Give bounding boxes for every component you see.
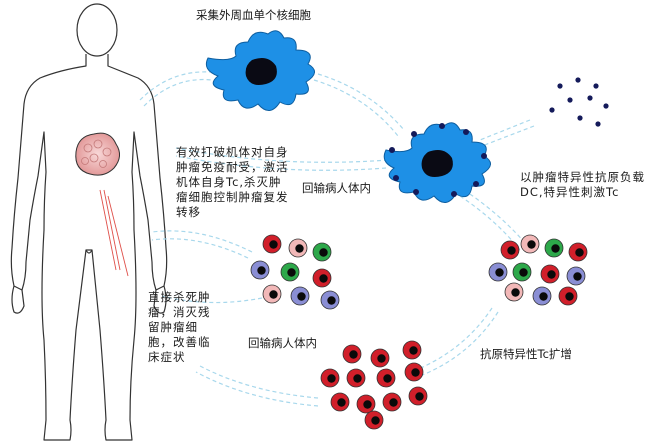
effector-t-cell — [356, 394, 376, 414]
expanded-t-cell — [566, 266, 586, 286]
label-reinfuse-2: 回输病人体内 — [248, 336, 317, 350]
expanded-t-cell-cluster-icon — [488, 234, 588, 306]
effector-t-cell — [408, 386, 428, 406]
t-cell — [280, 262, 300, 282]
expanded-t-cell — [532, 286, 552, 306]
t-cell — [262, 234, 282, 254]
antigen-loaded-dendritic-cell-icon — [383, 122, 491, 203]
expanded-t-cell — [540, 264, 560, 284]
nerve-lines — [99, 189, 129, 277]
effector-t-cell — [346, 368, 366, 388]
effector-t-cell — [382, 392, 402, 412]
expanded-t-cell — [500, 240, 520, 260]
label-load-antigen: 以肿瘤特异性抗原负载DC,特异性刺激Tc — [520, 170, 645, 199]
effector-t-cell — [342, 344, 362, 364]
label-break-tolerance: 有效打破机体对自身肿瘤免疫耐受，激活机体自身Tc,杀灭肿瘤细胞控制肿瘤复发转移 — [176, 145, 289, 219]
antigen-dots-icon — [549, 77, 609, 127]
tumor-blob-icon — [75, 132, 120, 176]
expanded-t-cell — [558, 286, 578, 306]
effector-t-cell-cluster-icon — [320, 340, 428, 430]
effector-t-cell — [404, 362, 424, 382]
label-kill-tumor: 直接杀死肿瘤，消灭残留肿瘤细胞，改善临床症状 — [148, 290, 211, 364]
label-reinfuse-1: 回输病人体内 — [302, 181, 371, 195]
effector-t-cell — [370, 348, 390, 368]
effector-t-cell — [364, 410, 384, 430]
effector-t-cell — [330, 392, 350, 412]
dendritic-cell-icon — [205, 30, 315, 111]
expanded-t-cell — [488, 262, 508, 282]
t-cell-cluster-icon — [250, 234, 340, 310]
human-body-outline-icon — [10, 3, 168, 441]
t-cell — [320, 290, 340, 310]
expanded-t-cell — [512, 262, 532, 282]
expanded-t-cell — [520, 234, 540, 254]
t-cell — [312, 242, 332, 262]
expanded-t-cell — [544, 238, 564, 258]
t-cell — [312, 268, 332, 288]
t-cell — [290, 286, 310, 306]
expanded-t-cell — [504, 282, 524, 302]
label-collect-pbmc: 采集外周血单个核细胞 — [196, 8, 311, 22]
t-cell — [288, 238, 308, 258]
effector-t-cell — [320, 368, 340, 388]
expanded-t-cell — [568, 242, 588, 262]
flow-lines — [139, 71, 535, 407]
t-cell — [250, 260, 270, 280]
label-expand-tc: 抗原特异性Tc扩增 — [480, 347, 572, 361]
effector-t-cell — [402, 340, 422, 360]
effector-t-cell — [376, 368, 396, 388]
t-cell — [262, 284, 282, 304]
